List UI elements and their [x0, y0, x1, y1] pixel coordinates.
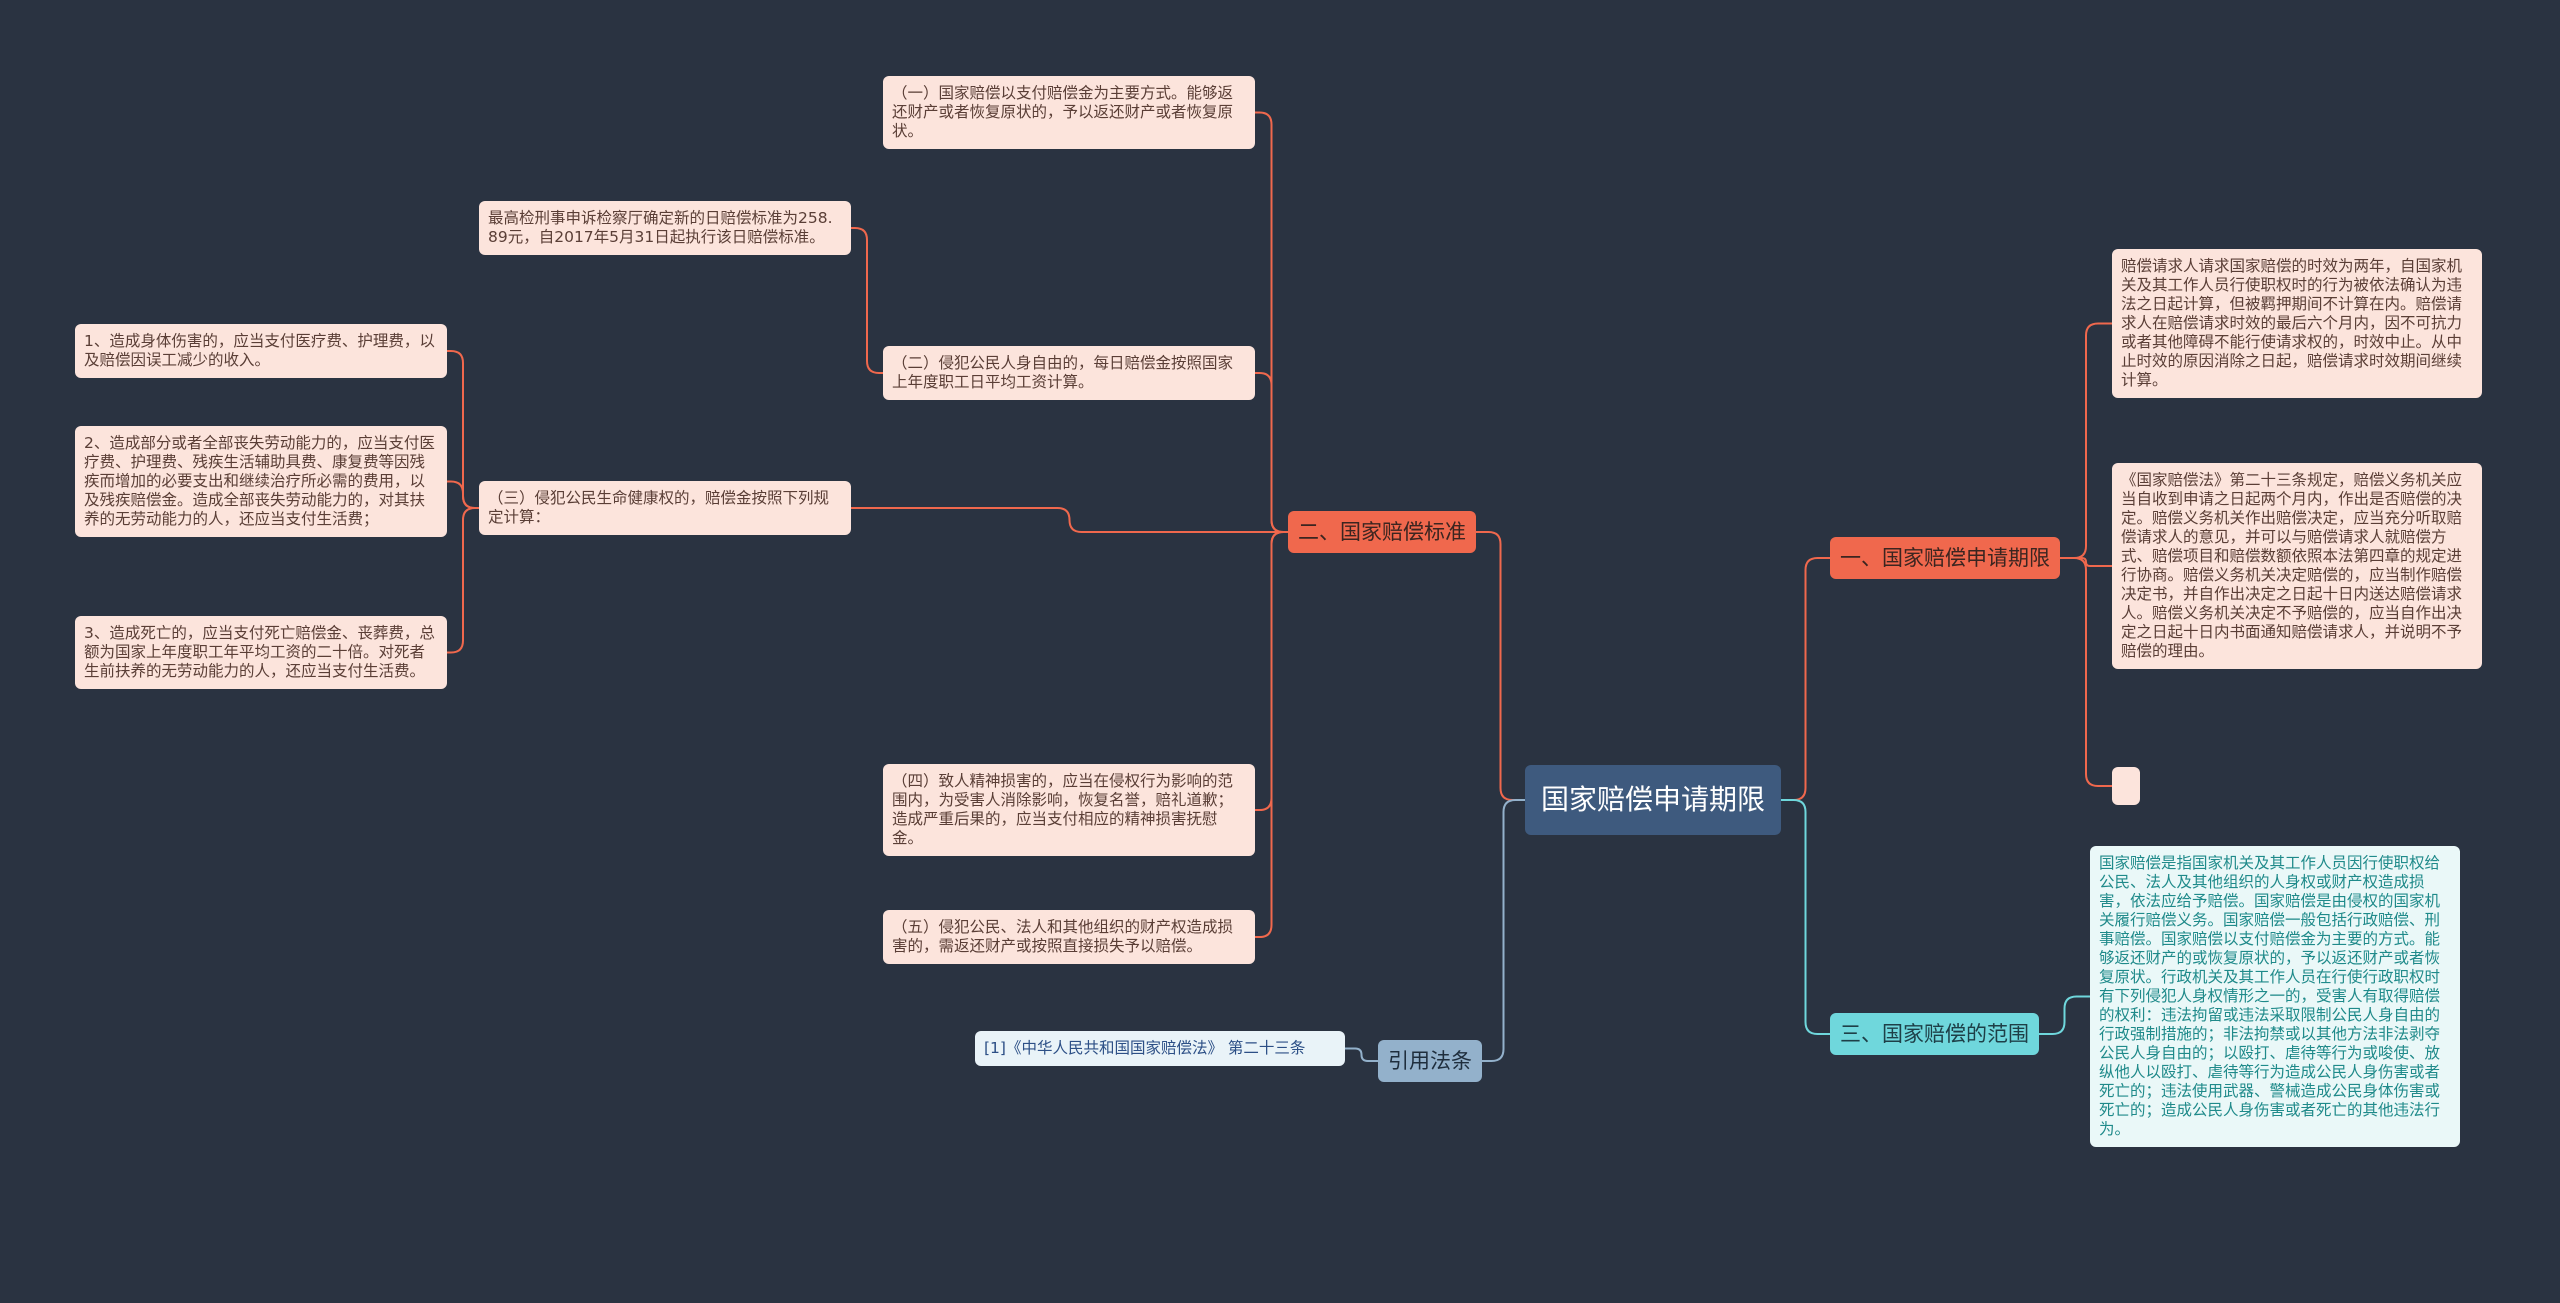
leaf-empty[interactable] — [2112, 767, 2140, 805]
edge-b2-s5 — [1255, 531, 1288, 938]
edge-b1-c3 — [2060, 557, 2112, 787]
edge-b2-s3 — [851, 507, 1288, 533]
leaf-injury[interactable]: 1、造成身体伤害的，应当支付医疗费、护理费，以及赔偿因误工减少的收入。 — [75, 324, 447, 378]
edge-b3-r1 — [2039, 995, 2090, 1035]
leaf-scope-detail[interactable]: 国家赔偿是指国家机关及其工作人员因行使职权给公民、法人及其他组织的人身权或财产权… — [2090, 846, 2460, 1147]
central-topic[interactable]: 国家赔偿申请期限 — [1525, 765, 1782, 835]
edge-b4-l1 — [1345, 1047, 1378, 1062]
leaf-standard-1[interactable]: （一）国家赔偿以支付赔偿金为主要方式。能够返还财产或者恢复原状的，予以返还财产或… — [883, 76, 1255, 149]
leaf-disability[interactable]: 2、造成部分或者全部丧失劳动能力的，应当支付医疗费、护理费、残疾生活辅助具费、康… — [75, 426, 447, 537]
edge-root-b1 — [1781, 557, 1830, 801]
leaf-standard-3[interactable]: （三）侵犯公民生命健康权的，赔偿金按照下列规定计算： — [479, 481, 851, 535]
leaf-law-reference[interactable]: [1]《中华人民共和国国家赔偿法》 第二十三条 — [975, 1031, 1345, 1066]
edge-s3-s3c — [447, 507, 479, 654]
leaf-standard-5[interactable]: （五）侵犯公民、法人和其他组织的财产权造成损害的，需返还财产或按照直接损失予以赔… — [883, 910, 1255, 964]
branch-standards[interactable]: 二、国家赔偿标准 — [1288, 511, 1476, 553]
edge-root-b2 — [1476, 531, 1525, 801]
leaf-standard-4[interactable]: （四）致人精神损害的，应当在侵权行为影响的范围内，为受害人消除影响，恢复名誉，赔… — [883, 764, 1255, 856]
leaf-standard-2[interactable]: （二）侵犯公民人身自由的，每日赔偿金按照国家上年度职工日平均工资计算。 — [883, 346, 1255, 400]
branch-cited-law[interactable]: 引用法条 — [1378, 1040, 1482, 1082]
branch-application-period[interactable]: 一、国家赔偿申请期限 — [1830, 537, 2060, 579]
edge-s2-child — [851, 227, 883, 374]
edge-s3-s3a — [447, 350, 479, 509]
leaf-time-limit[interactable]: 赔偿请求人请求国家赔偿的时效为两年，自国家机关及其工作人员行使职权时的行为被依法… — [2112, 249, 2482, 398]
edge-b2-s2 — [1255, 372, 1288, 533]
leaf-death[interactable]: 3、造成死亡的，应当支付死亡赔偿金、丧葬费，总额为国家上年度职工年平均工资的二十… — [75, 616, 447, 689]
edge-b1-c2 — [2060, 557, 2112, 567]
leaf-article-23[interactable]: 《国家赔偿法》第二十三条规定，赔偿义务机关应当自收到申请之日起两个月内，作出是否… — [2112, 463, 2482, 669]
edge-b1-c1 — [2060, 322, 2112, 559]
edge-s3-s3b — [447, 480, 479, 509]
edge-root-b3 — [1781, 799, 1830, 1035]
branch-scope[interactable]: 三、国家赔偿的范围 — [1830, 1013, 2039, 1055]
leaf-daily-rate[interactable]: 最高检刑事申诉检察厅确定新的日赔偿标准为258.89元，自2017年5月31日起… — [479, 201, 851, 255]
edge-root-b4 — [1482, 799, 1525, 1062]
